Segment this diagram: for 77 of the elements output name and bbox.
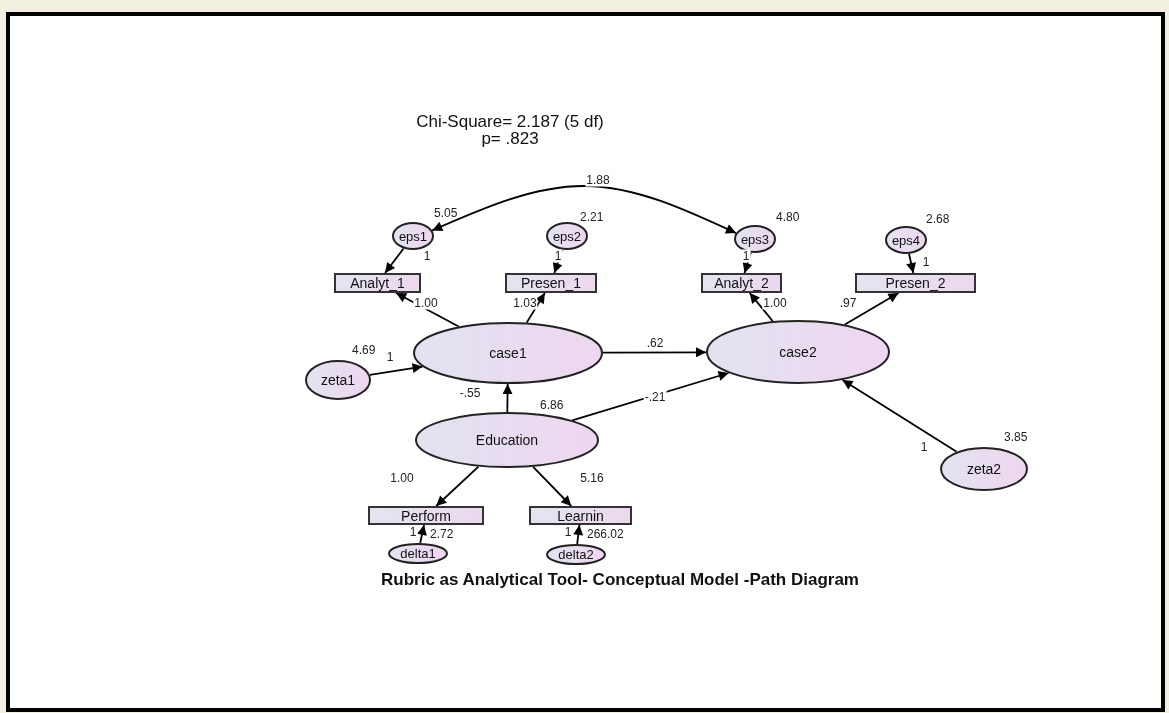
- observed-variable-box: [505, 273, 597, 293]
- variable-name: Presen_2: [885, 275, 946, 291]
- variance-estimate: 2.72: [430, 527, 454, 541]
- path-arrow: [748, 292, 774, 323]
- variance-estimate: 3.85: [1004, 430, 1028, 444]
- latent-variable-ellipse: [706, 320, 890, 384]
- observed-variable-box: [368, 506, 484, 525]
- edge-label: 1: [919, 440, 929, 454]
- edge-label: .62: [645, 336, 665, 350]
- path-arrow: [369, 363, 424, 376]
- path-arrow: [417, 524, 427, 544]
- edge-label: 1.88: [585, 173, 611, 187]
- path-arrow: [602, 347, 707, 358]
- covariance-arrow: [431, 185, 737, 234]
- edge-label: .97: [838, 296, 858, 310]
- path-arrow: [841, 379, 958, 453]
- caption: Rubric as Analytical Tool- Conceptual Model -Path Diagram: [380, 570, 860, 589]
- variable-name: Analyt_2: [714, 275, 769, 291]
- edge-label: 1.00: [762, 296, 788, 310]
- edge-label: 1.00: [413, 296, 439, 310]
- variance-estimate: 2.21: [580, 210, 604, 224]
- variable-name: Presen_1: [521, 275, 581, 291]
- variable-name: eps4: [891, 232, 921, 248]
- edge-label: 1: [385, 350, 395, 364]
- variable-name: case1: [489, 345, 527, 361]
- edge-label: 1: [921, 255, 931, 269]
- edge-label: 5.16: [579, 471, 605, 485]
- variance-estimate: 266.02: [587, 527, 624, 541]
- variable-name: Analyt_1: [350, 275, 405, 291]
- path-arrow: [532, 465, 573, 507]
- variable-name: zeta1: [320, 372, 356, 388]
- variable-name: Perform: [401, 507, 451, 524]
- path-arrow: [573, 524, 584, 545]
- latent-variable-ellipse: [415, 412, 599, 468]
- latent-variable-ellipse: [305, 360, 371, 400]
- edge-label: 1: [741, 249, 751, 263]
- path-arrow: [525, 292, 546, 324]
- edge-label: 1.03: [512, 296, 538, 310]
- edge-label: 1: [563, 525, 573, 539]
- path-arrow: [384, 247, 405, 274]
- path-arrow: [571, 371, 730, 422]
- variance-estimate: 5.05: [434, 206, 458, 220]
- path-arrow: [906, 252, 916, 274]
- edge-label: 1: [422, 249, 432, 263]
- variable-name: case2: [779, 344, 817, 360]
- edge-label: 1: [553, 249, 563, 263]
- fit-statistic: p= .823: [481, 129, 539, 149]
- fit-statistic: Chi-Square= 2.187 (5 df): [416, 112, 604, 132]
- latent-variable-ellipse: [734, 225, 776, 253]
- variance-estimate: 4.80: [776, 210, 800, 224]
- variance-estimate: 4.69: [352, 343, 376, 357]
- latent-variable-ellipse: [885, 226, 927, 254]
- path-arrow: [502, 383, 513, 413]
- variable-name: eps1: [398, 228, 428, 244]
- edge-label: -.55: [458, 386, 482, 400]
- latent-variable-ellipse: [546, 222, 588, 250]
- variance-estimate: 6.86: [540, 398, 564, 412]
- observed-variable-box: [529, 506, 632, 525]
- latent-variable-ellipse: [940, 447, 1028, 491]
- edge-label: 1.00: [389, 471, 415, 485]
- variable-name: eps2: [552, 228, 582, 244]
- latent-variable-ellipse: [392, 222, 434, 250]
- variable-name: zeta2: [966, 461, 1002, 477]
- edge-label: -.21: [643, 390, 667, 404]
- observed-variable-box: [855, 273, 976, 293]
- path-arrow: [435, 465, 480, 507]
- observed-variable-box: [334, 273, 421, 293]
- variable-name: eps3: [740, 231, 770, 247]
- path-arrow: [844, 292, 900, 326]
- variable-name: Education: [475, 432, 539, 448]
- variance-estimate: 2.68: [926, 212, 950, 226]
- latent-variable-ellipse: [413, 322, 603, 384]
- variable-name: Learnin: [557, 507, 604, 524]
- variable-name: delta2: [558, 547, 594, 562]
- variable-name: delta1: [400, 546, 436, 561]
- edge-label: 1: [408, 525, 418, 539]
- observed-variable-box: [701, 273, 782, 293]
